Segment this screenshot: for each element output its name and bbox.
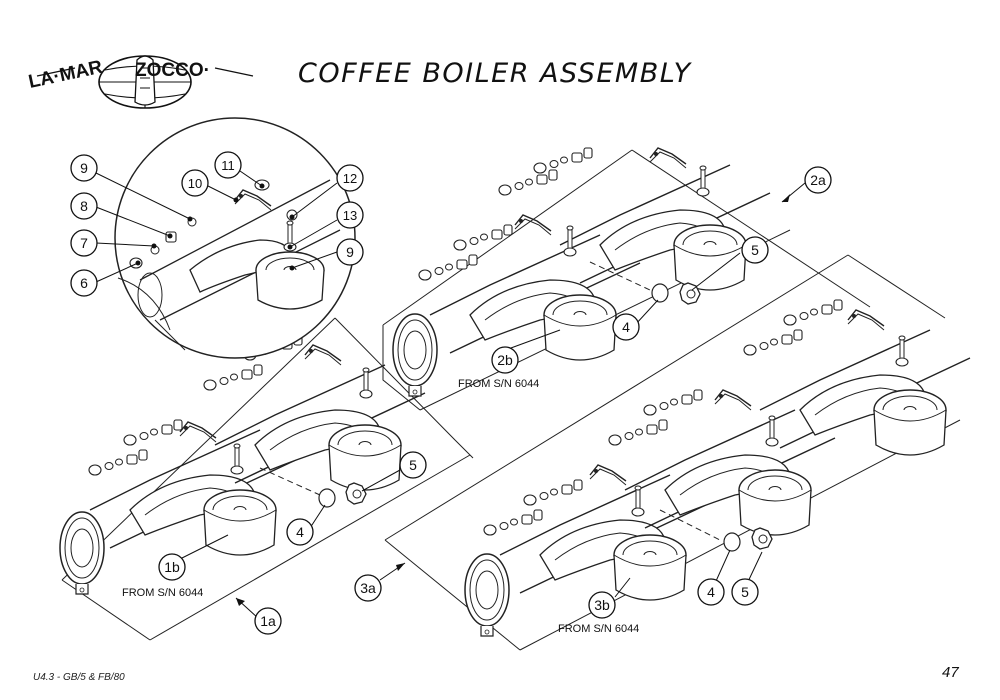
la-marzocco-logo: LA·MAR ZOCCO· — [27, 55, 254, 109]
svg-text:5: 5 — [751, 242, 759, 258]
svg-text:7: 7 — [80, 235, 88, 251]
svg-text:8: 8 — [80, 198, 88, 214]
svg-text:5: 5 — [409, 457, 417, 473]
svg-text:2b: 2b — [497, 352, 513, 368]
footer-model-label: U4.3 - GB/5 & FB/80 — [33, 672, 125, 683]
svg-text:11: 11 — [221, 158, 235, 173]
callout-11: 11 — [214, 151, 242, 179]
svg-text:10: 10 — [188, 176, 202, 191]
note-from-sn-panel1: FROM S/N 6044 — [122, 587, 203, 599]
svg-text:3b: 3b — [594, 597, 610, 613]
svg-text:4: 4 — [296, 524, 304, 540]
svg-text:1b: 1b — [164, 559, 180, 575]
svg-text:3a: 3a — [360, 580, 376, 596]
svg-text:9: 9 — [80, 160, 88, 176]
callout-2a: 2a — [804, 166, 832, 194]
callout-1b: 1b — [158, 553, 186, 581]
callout-6: 6 — [70, 269, 98, 297]
callout-2b: 2b — [491, 346, 519, 374]
callout-9-right: 9 — [336, 238, 364, 266]
svg-text:2a: 2a — [810, 172, 826, 188]
callout-13: 13 — [336, 201, 364, 229]
svg-text:ZOCCO·: ZOCCO· — [135, 60, 210, 81]
svg-text:5: 5 — [741, 584, 749, 600]
page-title: COFFEE BOILER ASSEMBLY — [298, 58, 692, 89]
note-from-sn-panel3: FROM S/N 6044 — [558, 623, 639, 635]
callout-4-panel3: 4 — [697, 578, 725, 606]
callout-5-panel1: 5 — [399, 451, 427, 479]
svg-text:9: 9 — [346, 244, 354, 260]
callout-5-panel2: 5 — [741, 236, 769, 264]
svg-text:4: 4 — [707, 584, 715, 600]
callout-4-panel1: 4 — [286, 518, 314, 546]
note-from-sn-panel2: FROM S/N 6044 — [458, 378, 539, 390]
svg-text:1a: 1a — [260, 613, 276, 629]
svg-text:6: 6 — [80, 275, 88, 291]
callout-7: 7 — [70, 229, 98, 257]
assembly-2-group — [382, 147, 871, 411]
page-number: 47 — [942, 664, 959, 681]
detail-magnifier — [95, 117, 356, 359]
callout-5-panel3: 5 — [731, 578, 759, 606]
callout-3a: 3a — [354, 574, 382, 602]
callout-3b: 3b — [588, 591, 616, 619]
callout-10: 10 — [181, 169, 209, 197]
svg-text:13: 13 — [343, 208, 357, 223]
callout-4-panel2: 4 — [612, 313, 640, 341]
assembly-1-group — [59, 317, 474, 641]
callout-1a: 1a — [254, 607, 282, 635]
callout-8: 8 — [70, 192, 98, 220]
svg-text:LA·MAR: LA·MAR — [27, 57, 105, 93]
svg-text:4: 4 — [622, 319, 630, 335]
svg-text:12: 12 — [343, 171, 357, 186]
callout-12: 12 — [336, 164, 364, 192]
callout-9-left: 9 — [70, 154, 98, 182]
